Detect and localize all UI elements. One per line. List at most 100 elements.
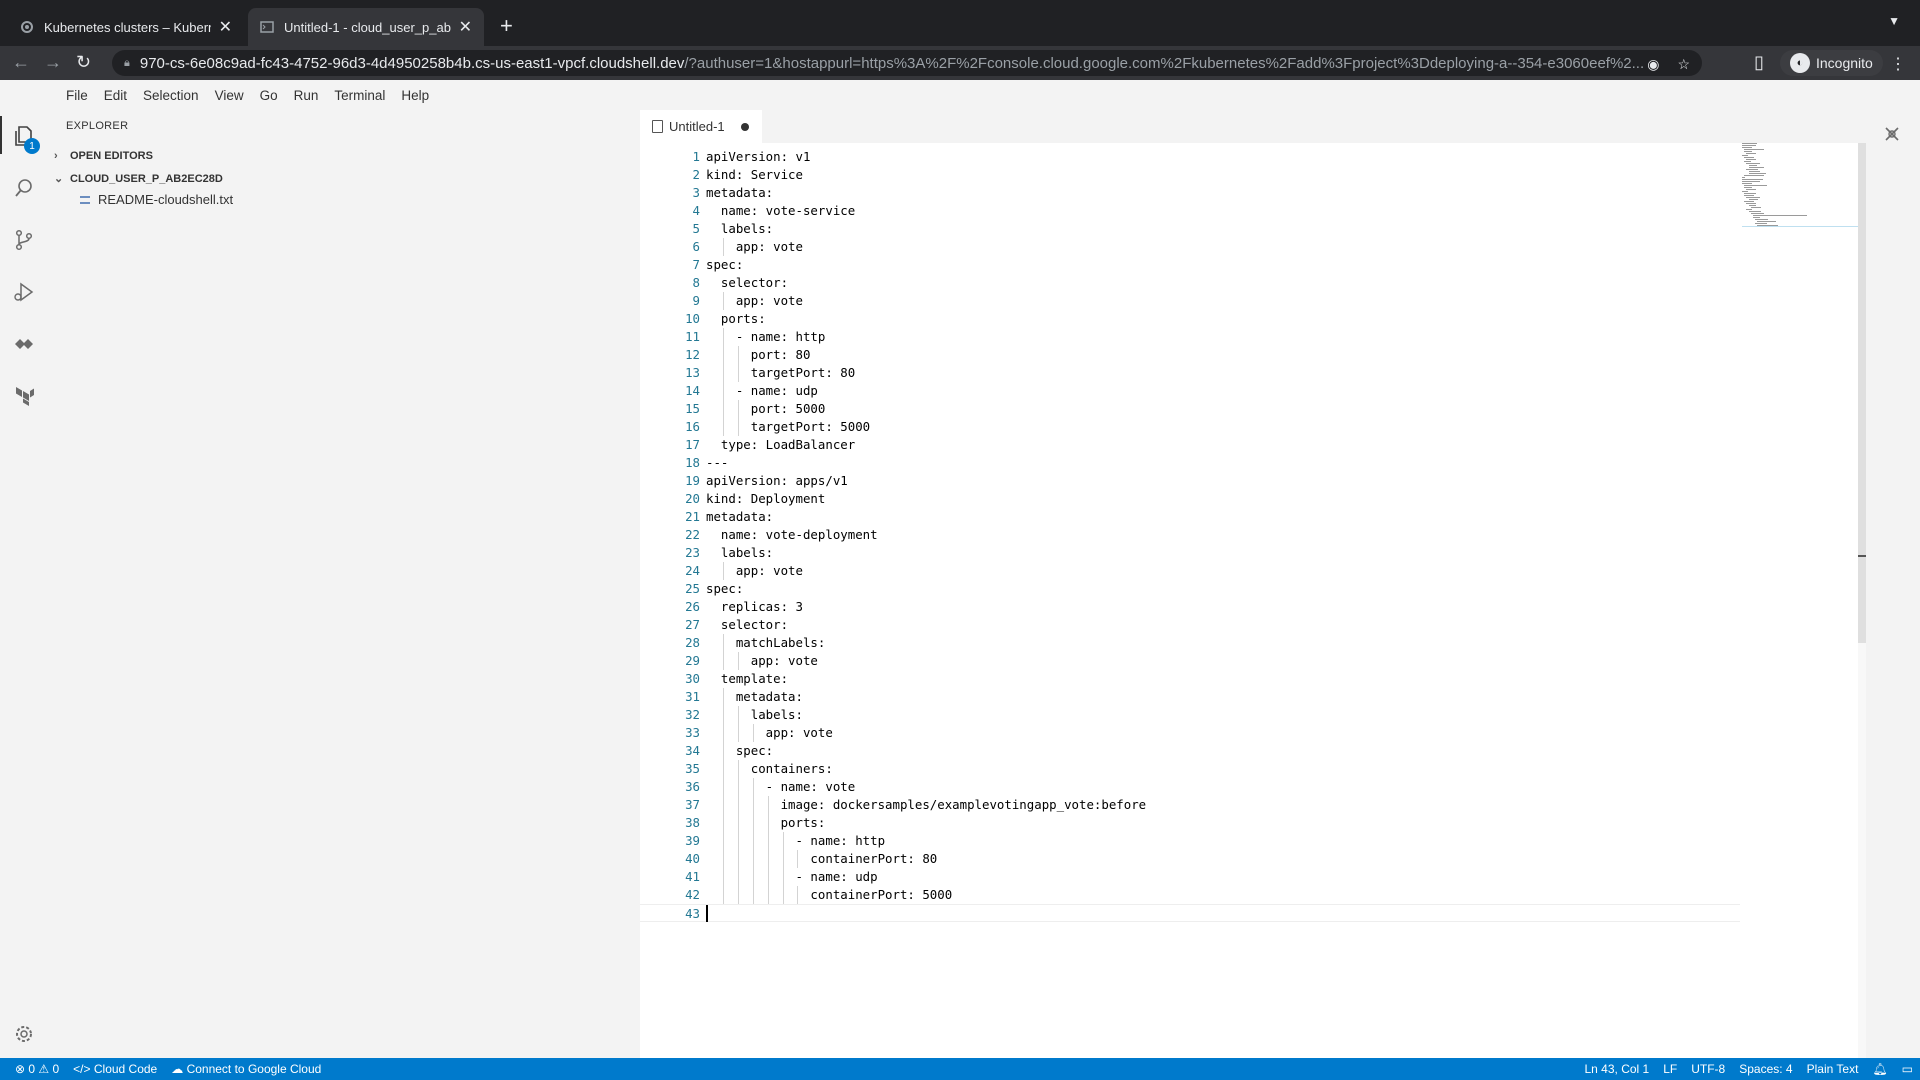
line-number: 4 [692,203,700,218]
code-line[interactable]: 15 port: 5000 [640,400,1740,418]
back-arrow-icon[interactable]: ← [12,52,30,72]
menu-help[interactable]: Help [401,87,430,103]
code-line[interactable]: 34 spec: [640,742,1740,760]
code-line[interactable]: 38 ports: [640,814,1740,832]
code-line[interactable]: 6 app: vote [640,238,1740,256]
star-icon[interactable]: ☆ [1677,56,1690,72]
indent-guide [782,832,784,850]
code-line[interactable]: 26 replicas: 3 [640,598,1740,616]
menu-go[interactable]: Go [259,87,278,103]
menu-run[interactable]: Run [293,87,319,103]
errors-indicator[interactable]: ⊗ 0 ⚠ 0 [8,1062,66,1076]
code-line[interactable]: 36 - name: vote [640,778,1740,796]
minimap[interactable] [1742,143,1860,263]
code-line[interactable]: 41 - name: udp [640,868,1740,886]
code-line[interactable]: 33 app: vote [640,724,1740,742]
end-of-line[interactable]: LF [1663,1062,1678,1076]
side-panel-icon[interactable]: ▯ [1754,52,1764,72]
code-line[interactable]: 13 targetPort: 80 [640,364,1740,382]
minimap-line [1742,191,1748,193]
notifications-bell-icon[interactable]: 🔔︎ [1872,1062,1888,1076]
code-line[interactable]: 28 matchLabels: [640,634,1740,652]
cloud-code-icon[interactable] [12,332,36,356]
code-line[interactable]: 42 containerPort: 5000 [640,886,1740,904]
editor-tab-untitled[interactable]: Untitled-1 [640,110,762,143]
profile-button[interactable]: ◐ Incognito [1780,50,1883,76]
chevron-down-icon[interactable]: ▼ [1888,14,1900,28]
menu-selection[interactable]: Selection [143,87,199,103]
code-line[interactable]: 18--- [640,454,1740,472]
file-item[interactable]: README-cloudshell.txt [80,192,233,207]
code-line[interactable]: 16 targetPort: 5000 [640,418,1740,436]
code-line[interactable]: 30 template: [640,670,1740,688]
indent-guide [722,688,724,706]
code-line[interactable]: 23 labels: [640,544,1740,562]
new-tab-button[interactable]: + [500,13,513,38]
workspace-section[interactable]: ⌄ CLOUD_USER_P_AB2EC28D [54,172,223,186]
code-line[interactable]: 37 image: dockersamples/examplevotingapp… [640,796,1740,814]
eye-off-icon[interactable]: ◉ [1647,56,1660,72]
close-icon[interactable]: ✕ [458,19,472,36]
connect-google-cloud[interactable]: ☁ Connect to Google Cloud [171,1062,322,1076]
code-line[interactable]: 14 - name: udp [640,382,1740,400]
menu-view[interactable]: View [214,87,244,103]
code-line[interactable]: 22 name: vote-deployment [640,526,1740,544]
source-control-icon[interactable] [12,228,36,252]
code-line[interactable]: 29 app: vote [640,652,1740,670]
unsaved-dot-icon[interactable] [740,122,749,131]
code-line[interactable]: 39 - name: http [640,832,1740,850]
code-line[interactable]: 40 containerPort: 80 [640,850,1740,868]
address-bar[interactable]: 🔒︎ 970-cs-6e08c9ad-fc43-4752-96d3-4d4950… [112,50,1702,76]
code-line[interactable]: 5 labels: [640,220,1740,238]
line-number: 39 [685,833,700,848]
code-line[interactable]: 11 - name: http [640,328,1740,346]
menu-file[interactable]: File [66,87,88,103]
code-line[interactable]: 31 metadata: [640,688,1740,706]
code-line[interactable]: 43 [640,904,1740,922]
code-line[interactable]: 27 selector: [640,616,1740,634]
minimap-viewport[interactable] [1742,143,1860,227]
code-line[interactable]: 10 ports: [640,310,1740,328]
code-line[interactable]: 8 selector: [640,274,1740,292]
code-line[interactable]: 17 type: LoadBalancer [640,436,1740,454]
browser-tab-kubernetes[interactable]: Kubernetes clusters – Kubernetes ✕ [8,8,244,46]
more-vert-icon[interactable]: ⋮ [1890,56,1906,73]
browser-tab-untitled[interactable]: Untitled-1 - cloud_user_p_ab2ec28d ✕ [248,8,484,46]
language-mode[interactable]: Plain Text [1806,1062,1859,1076]
reload-icon[interactable]: ↻ [76,52,92,72]
code-text: port: 5000 [706,401,826,416]
line-number: 26 [685,599,700,614]
open-editors-section[interactable]: › OPEN EDITORS [54,150,153,162]
code-line[interactable]: 12 port: 80 [640,346,1740,364]
close-icon[interactable]: ✕ [218,19,232,36]
gemini-sparkle-icon[interactable] [1882,124,1902,149]
code-line[interactable]: 32 labels: [640,706,1740,724]
run-debug-icon[interactable] [12,280,36,304]
code-line[interactable]: 4 name: vote-service [640,202,1740,220]
settings-gear-icon[interactable] [12,1022,36,1046]
search-icon[interactable] [12,176,36,200]
menu-terminal[interactable]: Terminal [334,87,386,103]
encoding[interactable]: UTF-8 [1691,1062,1726,1076]
code-line[interactable]: 24 app: vote [640,562,1740,580]
cursor-position[interactable]: Ln 43, Col 1 [1584,1062,1650,1076]
indent-guide [722,850,724,868]
layout-icon[interactable]: ▭ [1901,1062,1913,1076]
code-line[interactable]: 35 containers: [640,760,1740,778]
indentation[interactable]: Spaces: 4 [1739,1062,1793,1076]
code-line[interactable]: 9 app: vote [640,292,1740,310]
cloud-code-status[interactable]: </> Cloud Code [73,1062,158,1076]
terraform-icon[interactable] [12,384,36,408]
menu-edit[interactable]: Edit [103,87,128,103]
files-icon[interactable] [12,124,36,148]
forward-arrow-icon[interactable]: → [44,52,62,72]
